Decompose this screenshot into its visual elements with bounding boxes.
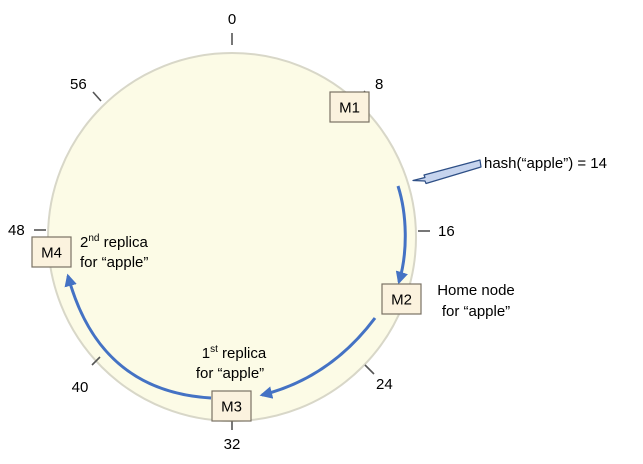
node-m2-label: M2 (391, 292, 412, 309)
first-replica-annotation-line2: for “apple” (196, 365, 264, 382)
first-replica-superscript: st (210, 344, 218, 355)
second-replica-annotation-line1: 2nd replica (80, 233, 148, 251)
hash-to-home-arrow (395, 185, 408, 285)
node-m4-label: M4 (41, 245, 62, 262)
first-replica-word: replica (218, 345, 267, 362)
tick-label-32: 32 (224, 436, 241, 453)
home-to-first-replica-arrow (259, 317, 377, 399)
tick-label-40: 40 (72, 379, 89, 396)
second-replica-number: 2 (80, 234, 88, 251)
hash-pointer-arrow-icon (412, 159, 482, 185)
node-m4-box (31, 236, 72, 268)
first-replica-annotation-line1: 1st replica (202, 344, 267, 362)
node-m1-box (329, 91, 370, 123)
second-replica-superscript: nd (88, 233, 99, 244)
node-m2: M2 (381, 283, 422, 315)
home-node-annotation-line1: Home node (437, 282, 515, 299)
tick-label-16: 16 (438, 223, 455, 240)
node-m3-box (211, 390, 252, 422)
node-m3: M3 (211, 390, 252, 422)
tick-label-8: 8 (375, 76, 383, 93)
first-to-second-replica-arrow (64, 273, 212, 400)
node-m3-label: M3 (221, 399, 242, 416)
tick-label-48: 48 (8, 222, 25, 239)
second-replica-annotation-line2: for “apple” (80, 254, 148, 271)
tick-label-24: 24 (376, 376, 393, 393)
node-m1: M1 (329, 91, 370, 123)
tick-mark-24 (364, 364, 375, 375)
tick-mark-56 (92, 91, 102, 102)
tick-mark-40 (91, 356, 101, 366)
home-node-annotation-line2: for “apple” (442, 303, 510, 320)
node-m1-label: M1 (339, 100, 360, 117)
node-m4: M4 (31, 236, 72, 268)
tick-label-56: 56 (70, 76, 87, 93)
hash-annotation: hash(“apple”) = 14 (484, 155, 607, 172)
tick-label-0: 0 (228, 11, 236, 28)
first-replica-number: 1 (202, 345, 210, 362)
node-m2-box (381, 283, 422, 315)
second-replica-word: replica (99, 234, 148, 251)
